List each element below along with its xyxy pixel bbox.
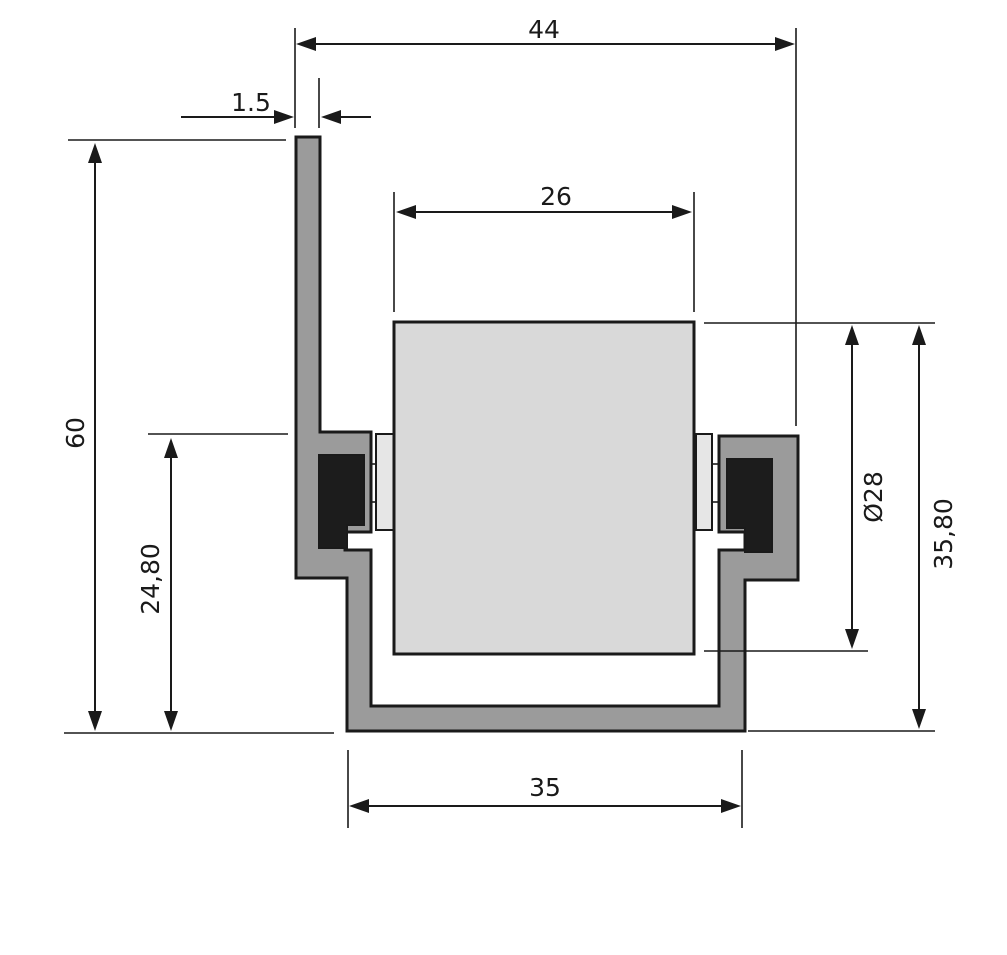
dim-1-5-label: 1.5 xyxy=(231,88,271,117)
dim-1-5-arrow-right xyxy=(321,110,341,124)
dim-35-arrow-left xyxy=(349,799,369,813)
dim-60-arrow-bottom xyxy=(88,711,102,731)
right-bushing xyxy=(695,433,713,531)
dim-28-arrow-top xyxy=(845,325,859,345)
dim-35-80-label: 35,80 xyxy=(929,498,958,570)
dim-28-label: Ø28 xyxy=(859,471,888,523)
dim-24-80-arrow-bottom xyxy=(164,711,178,731)
dim-26-label: 26 xyxy=(540,182,572,211)
dim-24-80-label: 24,80 xyxy=(136,543,165,615)
dim-26-arrow-right xyxy=(672,205,692,219)
dim-28-arrow-bottom xyxy=(845,629,859,649)
dim-35-label: 35 xyxy=(529,773,561,802)
dim-1-5-arrow-left xyxy=(274,110,294,124)
left-seal xyxy=(318,454,365,549)
dim-24-80-arrow-top xyxy=(164,438,178,458)
left-bushing xyxy=(375,433,395,531)
dim-26-arrow-left xyxy=(396,205,416,219)
dim-60-label: 60 xyxy=(61,417,90,449)
roller xyxy=(392,320,696,656)
dim-44-arrow-right xyxy=(775,37,795,51)
dim-35-arrow-right xyxy=(721,799,741,813)
dim-44-label: 44 xyxy=(528,15,560,44)
dim-35-80-arrow-top xyxy=(912,325,926,345)
dim-60-arrow-top xyxy=(88,143,102,163)
dim-44-arrow-left xyxy=(296,37,316,51)
dim-35-80-arrow-bottom xyxy=(912,709,926,729)
right-seal xyxy=(726,458,773,553)
